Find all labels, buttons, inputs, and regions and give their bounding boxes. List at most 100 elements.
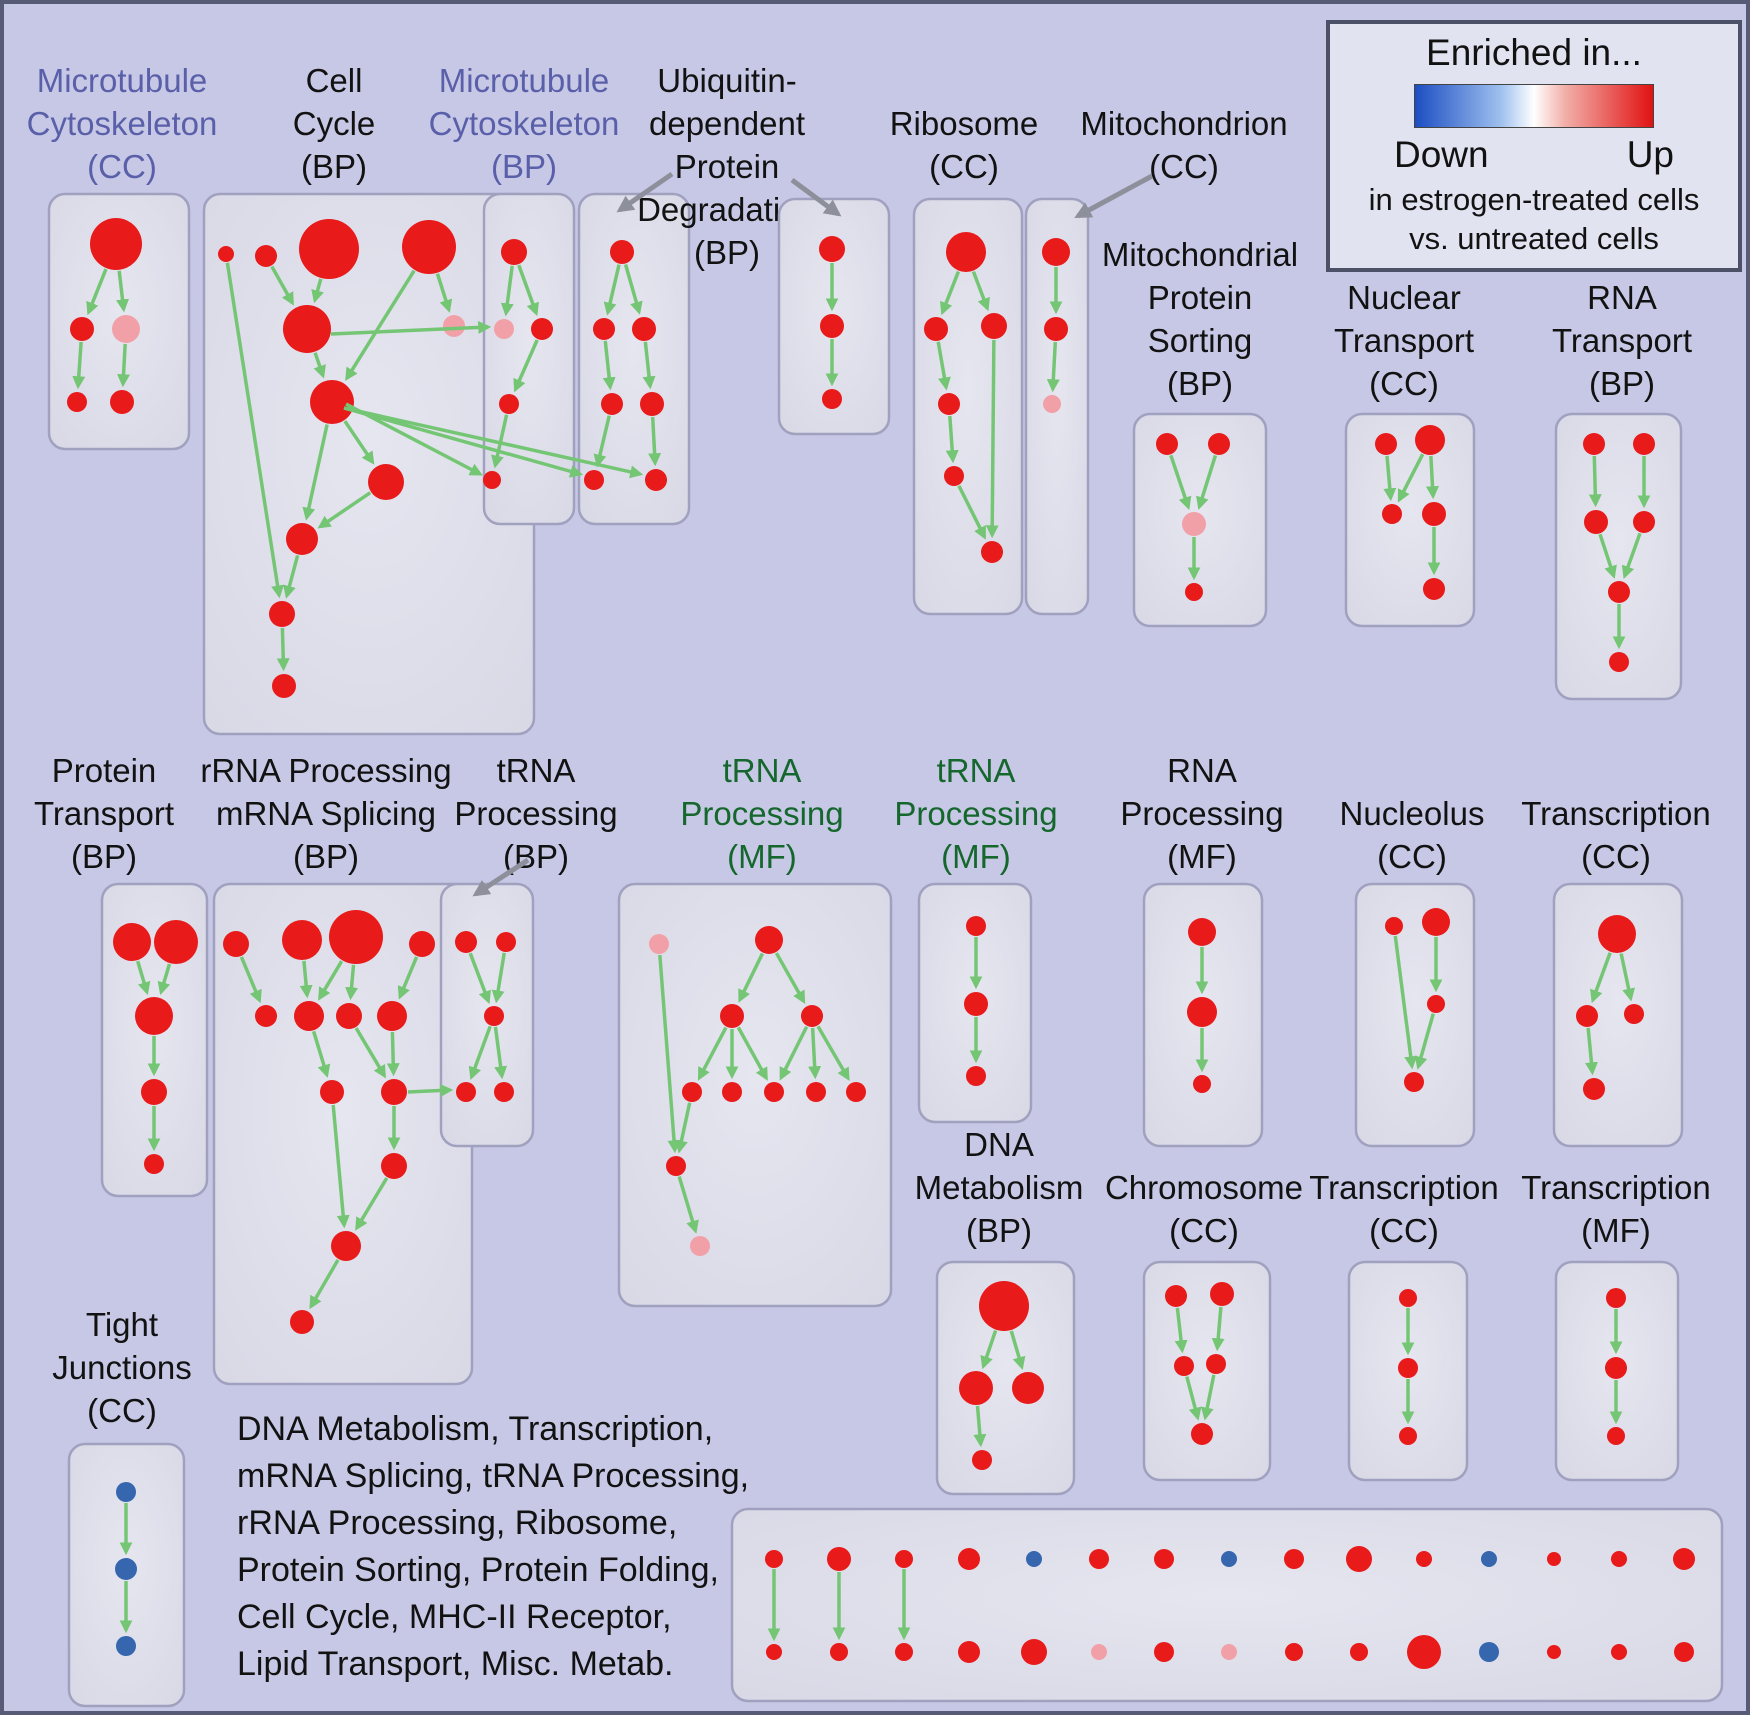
edge-rrna-processing-mrna-splicing-bp xyxy=(386,1031,400,1077)
go-node-ribosome-cc-0 xyxy=(946,232,986,272)
go-node-cell-cycle-bp-10 xyxy=(272,674,296,698)
legend-subtitle-line2: vs. untreated cells xyxy=(1409,221,1659,256)
cluster-box-nuclear-transport-cc xyxy=(1344,412,1476,628)
go-node-shared-terms-grid-16 xyxy=(830,1643,848,1661)
edge-trna-processing-mf-1 xyxy=(658,954,681,1154)
misc-text-line: Lipid Transport, Misc. Metab. xyxy=(237,1645,674,1683)
go-node-trna-processing-mf-1-4 xyxy=(682,1082,702,1102)
go-node-rrna-processing-mrna-splicing-bp-4 xyxy=(255,1005,277,1027)
legend-gradient-bar xyxy=(1414,84,1654,128)
edge-microtubule-cytoskeleton-cc xyxy=(116,270,129,313)
go-node-shared-terms-grid-29 xyxy=(1674,1642,1694,1662)
edge-trna-processing-mf-1 xyxy=(738,952,765,1003)
edge-cell-cycle-bp xyxy=(435,273,453,313)
go-node-trna-processing-mf-1-3 xyxy=(801,1005,823,1027)
edge-nucleolus-cc xyxy=(1414,1013,1435,1070)
cluster-protein-degradation-sub xyxy=(777,197,891,436)
go-node-rrna-processing-mrna-splicing-bp-3 xyxy=(409,931,435,957)
go-node-ubiquitin-protein-degradation-bp-6 xyxy=(645,469,667,491)
go-node-trna-processing-mf-1-10 xyxy=(690,1236,710,1256)
go-node-ubiquitin-protein-degradation-bp-5 xyxy=(584,470,604,490)
edge-cell-cycle-bp xyxy=(270,265,294,306)
go-node-shared-terms-grid-11 xyxy=(1481,1551,1497,1567)
legend-down-label: Down xyxy=(1394,134,1489,175)
edge-cell-cycle-bp xyxy=(313,352,326,379)
go-node-ribosome-cc-3 xyxy=(938,393,960,415)
go-node-mitochondrial-protein-sorting-bp-2 xyxy=(1182,512,1206,536)
go-node-shared-terms-grid-13 xyxy=(1611,1551,1627,1567)
go-node-nucleolus-cc-2 xyxy=(1427,995,1445,1013)
go-node-rna-transport-bp-1 xyxy=(1633,433,1655,455)
legend-panel: Enriched in... Down Up in estrogen-treat… xyxy=(1326,20,1742,272)
edge-nuclear-transport-cc xyxy=(1426,455,1439,500)
edge-mitochondrial-protein-sorting-bp xyxy=(1169,454,1192,511)
cluster-chromosome-cc: Chromosome(CC) xyxy=(1105,1169,1303,1482)
go-node-transcription-cc-2-1 xyxy=(1398,1358,1418,1378)
go-node-protein-transport-bp-2 xyxy=(135,997,173,1035)
go-node-rrna-processing-mrna-splicing-bp-2 xyxy=(329,910,383,964)
cluster-box-rna-transport-bp xyxy=(1554,412,1683,701)
edge-rrna-processing-mrna-splicing-bp xyxy=(318,960,344,1001)
edge-trna-processing-bp xyxy=(493,1026,508,1080)
go-node-microtubule-cytoskeleton-bp-2 xyxy=(494,319,514,339)
go-node-rna-transport-bp-3 xyxy=(1633,511,1655,533)
go-node-rna-processing-mf-1 xyxy=(1187,997,1217,1027)
cluster-transcription-cc: Transcription(CC) xyxy=(1521,795,1711,1148)
edge-rna-transport-bp xyxy=(1598,533,1617,579)
go-node-mitochondrion-cc-0 xyxy=(1042,238,1070,266)
edge-rrna-processing-mrna-splicing-bp xyxy=(309,1258,340,1310)
go-node-shared-terms-grid-27 xyxy=(1547,1645,1561,1659)
go-node-rna-transport-bp-5 xyxy=(1609,652,1629,672)
edge-microtubule-cytoskeleton-cc xyxy=(72,341,86,390)
cluster-ribosome-cc: Ribosome(CC) xyxy=(890,105,1038,616)
go-node-rrna-processing-mrna-splicing-bp-8 xyxy=(320,1080,344,1104)
go-node-chromosome-cc-2 xyxy=(1174,1356,1194,1376)
misc-go-terms-text: DNA Metabolism, Transcription, mRNA Spli… xyxy=(237,1406,749,1688)
go-node-dna-metabolism-bp-0 xyxy=(979,1281,1029,1331)
edge-microtubule-cytoskeleton-cc xyxy=(86,268,108,316)
go-node-cell-cycle-bp-3 xyxy=(402,220,456,274)
edge-ribosome-cc xyxy=(957,485,986,540)
cluster-transcription-mf: Transcription(MF) xyxy=(1521,1169,1711,1482)
go-node-rna-processing-mf-0 xyxy=(1188,918,1216,946)
go-node-shared-terms-grid-2 xyxy=(895,1550,913,1568)
edge-trna-processing-mf-1 xyxy=(675,1102,692,1154)
legend-updown-row: Down Up xyxy=(1330,134,1738,176)
cross-cluster-edge xyxy=(345,402,483,476)
go-node-chromosome-cc-0 xyxy=(1165,1285,1187,1307)
edge-trna-processing-mf-1 xyxy=(697,1026,728,1081)
edge-trna-processing-bp xyxy=(468,952,491,1005)
go-node-rrna-processing-mrna-splicing-bp-5 xyxy=(294,1001,324,1031)
go-node-ribosome-cc-5 xyxy=(981,541,1003,563)
go-node-transcription-cc-2 xyxy=(1624,1004,1644,1024)
go-node-trna-processing-bp-3 xyxy=(456,1082,476,1102)
edge-microtubule-cytoskeleton-bp xyxy=(500,265,514,317)
edge-protein-transport-bp xyxy=(136,960,151,996)
edge-rna-transport-bp xyxy=(1588,455,1602,508)
go-node-ubiquitin-protein-degradation-bp-4 xyxy=(640,392,664,416)
edge-mitochondrial-protein-sorting-bp xyxy=(1196,454,1218,510)
go-node-nuclear-transport-cc-4 xyxy=(1423,578,1445,600)
go-node-microtubule-cytoskeleton-cc-0 xyxy=(90,218,142,270)
cluster-transcription-cc-2: Transcription(CC) xyxy=(1309,1169,1499,1482)
edge-dna-metabolism-bp xyxy=(1009,1330,1026,1371)
go-node-protein-degradation-sub-1 xyxy=(820,314,844,338)
edge-nucleolus-cc xyxy=(1393,935,1418,1070)
go-node-tight-junctions-cc-2 xyxy=(116,1636,136,1656)
cluster-mitochondrion-cc: Mitochondrion(CC) xyxy=(1024,105,1288,616)
edge-cell-cycle-bp xyxy=(276,627,290,672)
go-node-shared-terms-grid-24 xyxy=(1350,1643,1368,1661)
edge-chromosome-cc xyxy=(1185,1376,1202,1421)
edge-cell-cycle-bp xyxy=(302,424,329,521)
go-node-rrna-processing-mrna-splicing-bp-12 xyxy=(290,1310,314,1334)
